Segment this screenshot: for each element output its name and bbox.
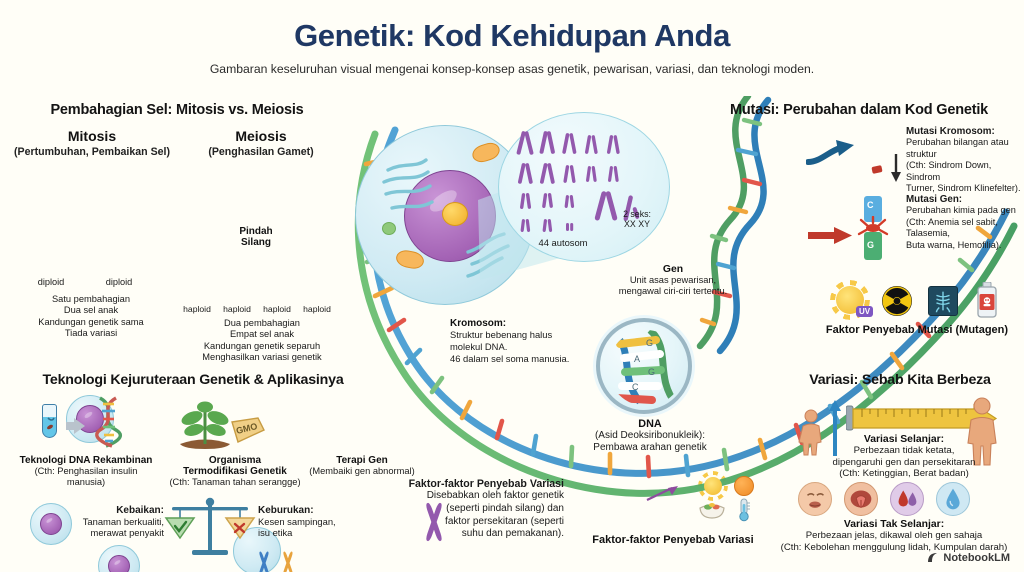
poison-bottle-icon [974,281,1000,318]
pros-label: Kebaikan: Tanaman berkualiti, merawat pe… [82,505,164,538]
dna-helix-right-illustration [696,96,772,355]
karyotype-bubble: 44 autosom 2 seks: XX XY [498,112,670,262]
notebooklm-logo-icon [928,553,938,562]
test-tube-dna-icon [40,400,74,444]
gene-mutation-label: Mutasi Gen: Perubahan kimia pada gen (Ct… [906,194,1016,250]
arrow-blue-icon [806,140,854,165]
arrow-red-icon [808,227,852,244]
sun-icon [704,477,722,495]
crossover-arrow-icon [646,486,678,501]
uv-badge: UV [856,306,874,317]
short-human-icon [798,409,822,456]
salad-bowl-icon [699,503,725,519]
measuring-tape-icon [846,404,998,434]
crossover-label: Pindah Silang [239,226,273,248]
svg-text:G: G [646,338,653,348]
gmo-label: Organisma Termodifikasi Genetik (Cth: Ta… [169,455,301,487]
variation-section-title: Variasi: Sebab Kita Berbeza [809,372,991,388]
gmo-tag-icon: GMO [231,417,265,443]
radiation-icon [882,286,912,316]
svg-text:A: A [634,354,640,364]
svg-text:C: C [632,382,639,392]
mutation-section-title: Mutasi: Perubahan dalam Kod Genetik [729,102,989,118]
autosome-label: 44 autosom [538,237,588,248]
cell-nucleus [108,555,130,572]
variation-factors-text: Faktor-faktor Penyebab Variasi Disebabka… [408,478,564,540]
mitosis-daughter-cell [98,545,140,572]
arrow-down-icon [891,154,901,182]
haploid-label: haploid [303,304,331,314]
dna-strand-icon [95,396,123,448]
haploid-label: haploid [183,304,211,314]
page-title: Genetik: Kod Kehidupan Anda [294,18,730,53]
variation-factors-caption: Faktor-faktor Penyebab Variasi [592,534,754,546]
vesicle-icon [382,222,396,235]
haploid-label: haploid [263,304,291,314]
face-no-tongue-roll-icon [798,482,832,516]
cell-division-section-title: Pembahagian Sel: Mitosis vs. Meiosis [50,102,304,118]
base-top [864,196,882,222]
chromosome-label: Kromosom: Struktur bebenang halus moleku… [450,318,570,364]
karyotype-chromosomes [516,131,640,232]
meiosis-notes: Dua pembahagian Empat sel anak Kandungan… [202,318,322,362]
tongue-roll-icon [844,482,878,516]
mutagen-caption: Faktor Penyebab Mutasi (Mutagen) [825,324,1009,336]
discontinuous-variation-label: Variasi Tak Selanjar: Perbezaan jelas, d… [780,519,1008,553]
height-arrow-icon [829,400,841,456]
cons-label: Keburukan: Kesen sampingan, isu etika [258,505,336,538]
chromosome-mutation-label: Mutasi Kromosom: Perubahan bilangan atau… [906,126,1021,193]
haploid-label: haploid [223,304,251,314]
dna-label: DNA (Asid Deoksiribonukleik): Pembawa ar… [593,418,707,454]
notebooklm-watermark: NotebookLM [926,551,1010,564]
orange-fruit-icon [734,476,754,496]
sex-chromosome-label: 2 seks: XX XY [623,209,651,229]
blood-drops-icon [890,482,924,516]
svg-text:G: G [648,367,655,377]
page-subtitle: Gambaran keseluruhan visual mengenai kon… [209,62,815,76]
recombinant-dna-label: Teknologi DNA Rekambinan (Cth: Penghasil… [19,455,153,488]
gene-label: Gen Unit asas pewarisan, mengawal ciri-c… [618,264,728,297]
continuous-variation-label: Variasi Selanjar: Perbezaan tidak ketata… [832,434,976,480]
arrow-right-icon-shaft [66,422,76,430]
mitosis-daughter-cell [30,503,72,545]
mitosis-notes: Satu pembahagian Dua sel anak Kandungan … [38,294,144,338]
meiosis-block: Meiosis (Penghasilan Gamet) [208,128,314,158]
blood-drop-icon [936,482,970,516]
thermometer-icon [739,498,750,522]
cell-nucleus [40,513,62,535]
mitosis-block: Mitosis (Pertumbuhan, Pembaikan Sel) [14,128,170,158]
tall-human-icon [967,397,997,466]
xray-icon [928,286,958,316]
mitosis-daughter-label: diploid [37,277,65,287]
nucleolus [442,202,468,226]
chromosome-icon [282,551,293,572]
base-bottom [864,232,882,260]
scales-icon [164,497,256,555]
gene-mutation-icon: C G [857,196,889,262]
genetic-engineering-section-title: Teknologi Kejuruteraan Genetik & Aplikas… [42,372,344,388]
gmo-plant-icon [180,401,230,449]
mitosis-daughter-label: diploid [105,277,133,287]
gene-therapy-label: Terapi Gen (Membaiki gen abnormal) [309,455,415,476]
arrow-right-icon [74,418,85,434]
